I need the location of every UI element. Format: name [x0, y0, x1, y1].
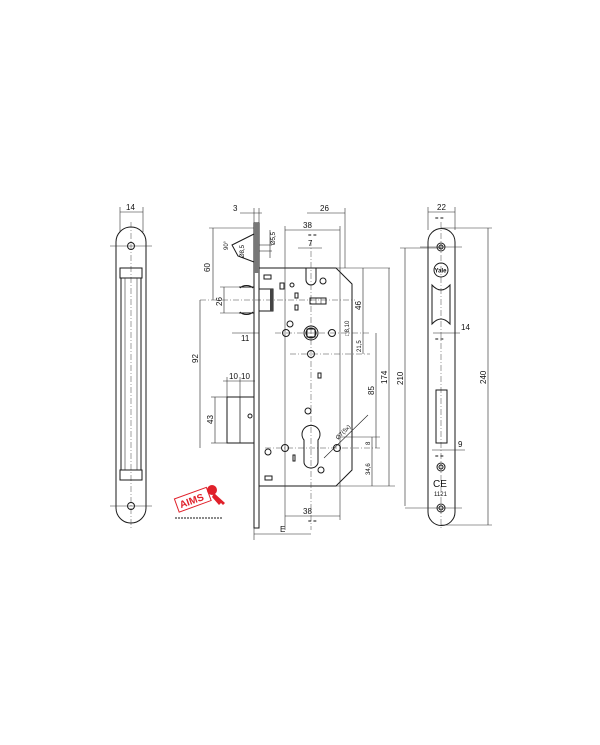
dim-faceplate-width: 22	[437, 203, 446, 212]
dim-forend-offset: 26	[320, 204, 329, 213]
yale-logo: Yale	[435, 269, 448, 275]
dim-total-height: 240	[479, 370, 488, 384]
dim-width-top: 38	[303, 221, 312, 230]
aims-logo: AIMS	[173, 485, 225, 519]
dim-hole-spacing: 210	[396, 371, 405, 385]
dim-bolt-throw-1: 10	[229, 372, 238, 381]
dim-latch-to-cylinder: 92	[191, 354, 200, 363]
dim-inner-width: 14	[461, 323, 470, 332]
svg-text:= =: = =	[435, 337, 444, 343]
dim-screw-hole-1: Ø5,5	[271, 231, 277, 245]
dim-faceplate-thickness: 3	[233, 204, 238, 213]
svg-text:= =: = =	[308, 233, 317, 239]
dim-body-height: 174	[380, 370, 389, 384]
dim-follower-to-top: 46	[354, 301, 363, 310]
dim-follower-spacing: 21,5	[357, 340, 363, 352]
svg-text:= =: = =	[308, 519, 317, 525]
dim-width-bottom: 38	[303, 507, 312, 516]
dim-top-to-latch: 60	[203, 263, 212, 272]
side-width-label: 14	[126, 203, 135, 212]
ce-mark: CE	[433, 479, 447, 490]
lock-body-view: 3 90° Ø8,5 Ø5,5 26 38 = = 7 60	[191, 204, 406, 540]
svg-text:= =: = =	[435, 454, 444, 460]
svg-text:= =: = =	[435, 216, 444, 222]
dim-cylinder-offset: 8	[366, 441, 372, 445]
side-view: 14	[110, 203, 152, 530]
dim-bolt-throw-2: 10	[241, 372, 250, 381]
logo-text: AIMS	[178, 492, 206, 511]
dim-cylinder-to-bottom: 34,6	[366, 463, 372, 475]
cert-number: 1121	[434, 492, 448, 498]
dim-screw-hole-2: Ø8,5	[240, 244, 246, 258]
dim-latch-height: 26	[215, 297, 224, 306]
dim-slot-width: 9	[458, 440, 463, 449]
faceplate-view: 22 = = Yale 14 = = 9 = = CE 1121	[400, 203, 492, 530]
dim-backset: E	[280, 525, 285, 534]
dim-follower: □8,10	[345, 320, 351, 336]
dim-bolt-height: 43	[206, 415, 215, 424]
dim-centre-distance: 85	[367, 386, 376, 395]
dim-countersink-angle: 90°	[224, 240, 230, 250]
dim-latch-projection: 11	[241, 334, 250, 343]
dim-slot-width: 7	[308, 239, 313, 248]
